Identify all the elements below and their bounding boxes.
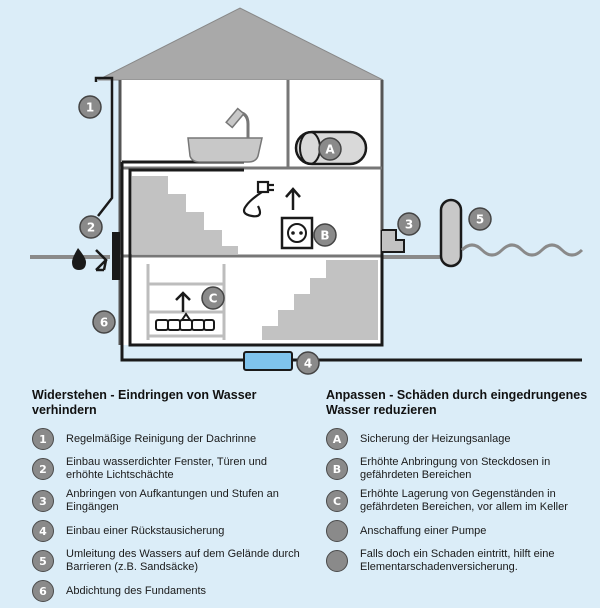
callout-6: 6 — [92, 310, 116, 334]
svg-text:3: 3 — [405, 218, 413, 232]
legend-resist: Widerstehen - Eindringen von Wasser verh… — [32, 388, 302, 608]
list-item: B Erhöhte Anbringung von Steckdosen in ge… — [326, 456, 588, 482]
arrow-up-icon — [175, 291, 191, 312]
marker-badge — [326, 520, 348, 542]
callout-B: B — [313, 223, 337, 247]
callout-5: 5 — [468, 207, 492, 231]
legend-adapt: Anpassen - Schäden durch eingedrungenes … — [326, 388, 588, 580]
legend-resist-title: Widerstehen - Eindringen von Wasser verh… — [32, 388, 257, 417]
socket-icon — [280, 216, 314, 250]
marker-badge: 5 — [32, 550, 54, 572]
marker-badge: 6 — [32, 580, 54, 602]
list-item-text: Anbringen von Aufkantungen und Stufen an… — [66, 488, 279, 513]
marker-badge: B — [326, 458, 348, 480]
svg-text:2: 2 — [87, 221, 95, 235]
list-item-text: Umleitung des Wassers auf dem Gelände du… — [66, 548, 300, 573]
marker-badge: 4 — [32, 520, 54, 542]
entrance-step — [382, 229, 405, 253]
callout-1: 1 — [78, 95, 102, 119]
list-item-text: Erhöhte Lagerung von Gegenständen in gef… — [360, 488, 568, 513]
list-item-text: Sicherung der Heizungsanlage — [360, 432, 511, 445]
list-item: 4 Einbau einer Rückstausicherung — [32, 520, 302, 542]
list-item: Anschaffung einer Pumpe — [326, 520, 588, 542]
bathtub-icon — [187, 107, 263, 163]
svg-text:6: 6 — [100, 316, 108, 330]
water-drop-icon — [72, 248, 86, 270]
marker-badge — [326, 550, 348, 572]
list-item: Falls doch ein Schaden eintritt, hilft e… — [326, 548, 588, 574]
callout-A: A — [318, 137, 342, 161]
list-item: 1 Regelmäßige Reinigung der Dachrinne — [32, 428, 302, 450]
list-item: A Sicherung der Heizungsanlage — [326, 428, 588, 450]
marker-badge: 2 — [32, 458, 54, 480]
backflow-valve — [243, 351, 293, 371]
list-item: 5 Umleitung des Wassers auf dem Gelände d… — [32, 548, 302, 574]
marker-badge: A — [326, 428, 348, 450]
list-item: 6 Abdichtung des Fundaments — [32, 580, 302, 602]
list-item-text: Anschaffung einer Pumpe — [360, 524, 487, 537]
arrow-up-icon — [285, 187, 301, 210]
list-item-text: Abdichtung des Fundaments — [66, 584, 207, 597]
svg-text:4: 4 — [304, 357, 312, 371]
gutter-downpipe — [94, 76, 114, 217]
list-item-text: Falls doch ein Schaden eintritt, hilft e… — [360, 548, 555, 573]
list-item-text: Erhöhte Anbringung von Steckdosen in gef… — [360, 456, 551, 481]
svg-text:1: 1 — [86, 101, 94, 115]
list-item: 3 Anbringen von Aufkantungen und Stufen a… — [32, 488, 302, 514]
legend-adapt-title: Anpassen - Schäden durch eingedrungenes … — [326, 388, 588, 417]
list-item: 2 Einbau wasserdichter Fenster, Türen und… — [32, 456, 302, 482]
foundation-seal — [112, 232, 120, 280]
waterproof-outline — [120, 160, 582, 362]
plug-icon — [242, 180, 274, 218]
legend-adapt-list: A Sicherung der Heizungsanlage B Erhöhte A… — [326, 428, 588, 574]
list-item-text: Einbau wasserdichter Fenster, Türen und … — [66, 456, 267, 481]
marker-badge: C — [326, 490, 348, 512]
deflect-arrow-icon — [95, 249, 108, 272]
list-item: C Erhöhte Lagerung von Gegenständen in ge… — [326, 488, 588, 514]
callout-C: C — [201, 286, 225, 310]
svg-text:5: 5 — [476, 213, 484, 227]
stairs-basement — [262, 260, 378, 340]
sandbag-barrier — [439, 198, 463, 268]
svg-text:B: B — [320, 229, 329, 243]
list-item-text: Einbau einer Rückstausicherung — [66, 524, 225, 537]
marker-badge: 3 — [32, 490, 54, 512]
svg-text:A: A — [325, 143, 335, 157]
svg-text:C: C — [209, 292, 218, 306]
list-item-text: Regelmäßige Reinigung der Dachrinne — [66, 432, 257, 445]
marker-badge: 1 — [32, 428, 54, 450]
stored-boxes — [155, 312, 215, 331]
callout-2: 2 — [79, 215, 103, 239]
roof — [97, 7, 384, 81]
house-diagram: 1 2 3 4 5 6 A B C — [30, 7, 584, 375]
flood-water-waves — [460, 243, 584, 257]
callout-3: 3 — [397, 212, 421, 236]
stairs-upper — [132, 176, 238, 254]
callout-4: 4 — [296, 351, 320, 375]
